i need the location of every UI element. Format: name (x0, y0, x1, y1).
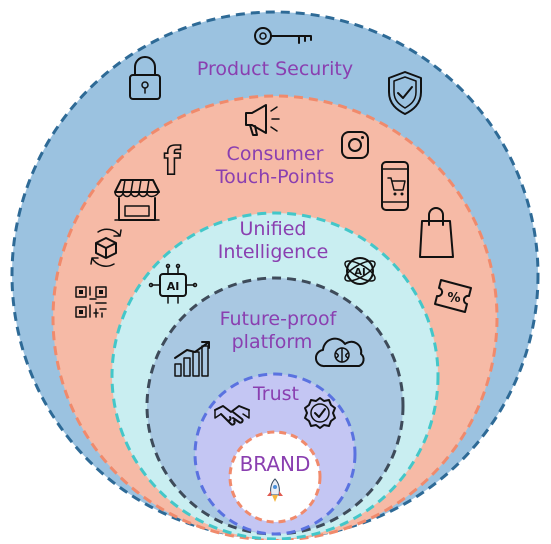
facebook-icon: f (163, 138, 182, 184)
ai-brain-icon: AI (344, 257, 376, 285)
megaphone-icon (245, 104, 280, 136)
shopping-bag-icon (419, 207, 454, 258)
instagram-icon (341, 131, 369, 159)
key-icon (254, 27, 312, 45)
label-brand: BRAND (240, 452, 311, 476)
label-unified-line2: Intelligence (218, 241, 329, 263)
shield-check-icon (388, 71, 422, 115)
label-consumer-line1: Consumer (227, 143, 324, 165)
svg-text:f: f (164, 139, 181, 183)
handshake-icon (214, 405, 250, 426)
discount-ticket-icon: % (434, 279, 472, 313)
mobile-cart-icon (381, 161, 409, 211)
label-platform-line1: Future-proof (220, 308, 338, 330)
label-platform-line2: platform (232, 331, 313, 353)
recycle-box-icon (90, 228, 122, 267)
svg-text:%: % (447, 291, 460, 306)
svg-text:AI: AI (354, 267, 365, 278)
qr-code-icon (75, 286, 107, 318)
verified-badge-icon (304, 397, 336, 429)
growth-chart-icon (174, 341, 210, 377)
label-product-security: Product Security (197, 58, 353, 80)
ring-brand (228, 430, 322, 524)
storefront-icon (114, 179, 160, 221)
svg-text:AI: AI (167, 280, 180, 293)
rocket-icon (267, 478, 283, 502)
ai-chip-icon: AI (148, 263, 198, 304)
label-trust: Trust (252, 383, 299, 405)
label-unified-line1: Unified (240, 218, 307, 240)
padlock-icon (129, 56, 161, 100)
label-consumer-line2: Touch-Points (215, 166, 334, 188)
cloud-brain-icon (314, 337, 365, 368)
